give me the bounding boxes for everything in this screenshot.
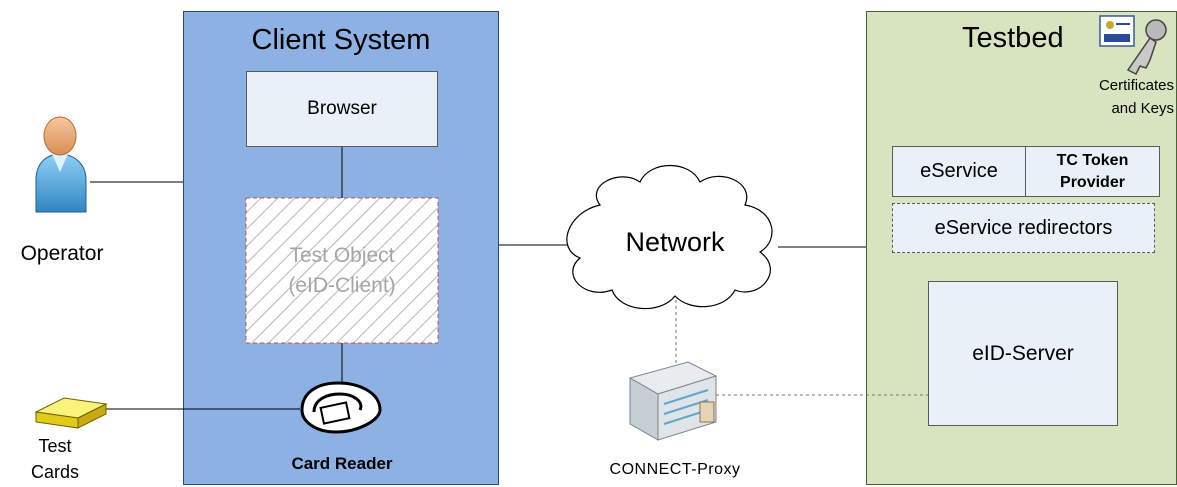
proxy-label: CONNECT-Proxy (609, 461, 741, 478)
card-reader-label: Card Reader (291, 454, 393, 473)
eservice-redirectors-box: eService redirectors (892, 203, 1155, 253)
test-object-line2: (eID-Client) (288, 273, 396, 297)
test-card-icon (34, 397, 108, 429)
network-label: Network (625, 226, 725, 257)
certificates-line2: and Keys (1111, 100, 1174, 117)
test-object-box (245, 197, 439, 344)
eservice-box: eService (892, 146, 1026, 197)
browser-box: Browser (246, 71, 438, 147)
network-cloud (566, 164, 773, 310)
test-object-label: Test Object (eID-Client) (246, 198, 438, 343)
tc-token-line1: TC Token (1056, 151, 1129, 169)
certificates-line1: Certificates (1098, 77, 1174, 94)
operator-label: Operator (20, 242, 104, 265)
certificates-label: Certificates and Keys (1064, 74, 1174, 122)
tc-token-line2: Provider (1060, 173, 1125, 191)
tc-token-provider-box: TC Token Provider (1025, 146, 1160, 197)
testbed-title: Testbed (962, 22, 1064, 54)
eid-server-box: eID-Server (928, 281, 1118, 426)
test-cards-label: Test Cards (20, 432, 90, 486)
test-object-line1: Test Object (289, 243, 395, 267)
card-reader-icon (300, 381, 382, 434)
operator-icon (35, 116, 87, 213)
test-cards-line2: Cards (30, 462, 79, 482)
client-system-title: Client System (251, 23, 431, 56)
test-cards-line1: Test (38, 436, 72, 456)
proxy-server-icon (628, 361, 718, 441)
certificate-key-icon (1099, 15, 1167, 76)
